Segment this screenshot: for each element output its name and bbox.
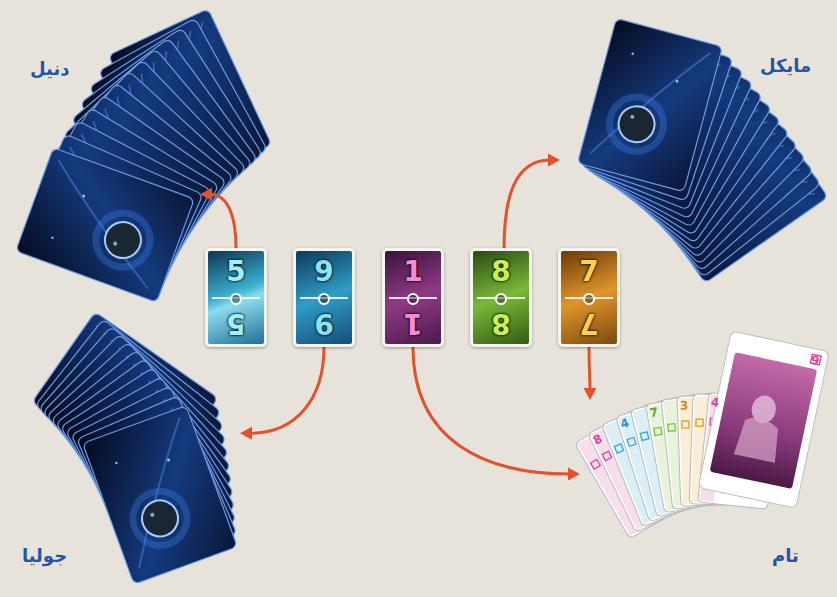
- player-name: دنیل: [30, 58, 69, 80]
- card-number: 7: [561, 306, 617, 340]
- star: [115, 461, 118, 464]
- trick-card: 99: [293, 248, 355, 347]
- card-back: [577, 18, 722, 191]
- card-number: 5: [208, 255, 264, 289]
- arrow-line: [589, 347, 590, 390]
- suit-mark: [627, 437, 636, 446]
- player-name: جولیا: [22, 545, 67, 567]
- player-hand: مایکل: [560, 25, 825, 250]
- star: [630, 114, 635, 119]
- trick-card: 88: [470, 248, 532, 347]
- card-number: 4: [710, 396, 720, 410]
- card-emblem: [495, 293, 507, 305]
- suit-mark: [682, 421, 689, 428]
- card-number: 1: [385, 306, 441, 340]
- star: [82, 194, 86, 198]
- suit-mark: [654, 427, 662, 435]
- player-name: مایکل: [760, 55, 811, 77]
- arrow-head: [568, 468, 580, 481]
- card-emblem: [318, 293, 330, 305]
- card-number: 8: [473, 306, 529, 340]
- star: [51, 236, 54, 239]
- card-emblem: [230, 293, 242, 305]
- planet: [137, 495, 183, 541]
- arrow-head: [584, 388, 597, 400]
- arrow-head: [548, 154, 560, 167]
- card-back: [16, 148, 195, 303]
- card-back-face: [577, 18, 722, 191]
- star: [150, 512, 155, 517]
- card-number: 9: [296, 255, 352, 289]
- planet-glow: [604, 91, 670, 157]
- card-number: 7: [561, 255, 617, 289]
- deal-arrow: [504, 154, 560, 249]
- suit-mark: [696, 419, 703, 426]
- hand-card-art: [710, 352, 818, 489]
- player-hand: تام: [580, 400, 830, 590]
- planet-glow: [125, 484, 194, 553]
- suit-mark: [668, 424, 676, 432]
- card-number: 5: [208, 306, 264, 340]
- arrow-line: [250, 347, 324, 433]
- star: [631, 52, 634, 55]
- card-back-face: [16, 148, 195, 303]
- trick-card: 11: [382, 248, 444, 347]
- planet-glow: [88, 205, 157, 274]
- suit-mark: [640, 432, 648, 440]
- deal-arrow: [413, 347, 580, 481]
- suit-mark: [591, 459, 601, 469]
- hand-card-face: [698, 331, 829, 508]
- player-hand: جولیا: [20, 305, 240, 590]
- trick-card: 77: [558, 248, 620, 347]
- card-number: 1: [385, 255, 441, 289]
- card-back-face: [83, 406, 238, 585]
- suit-mark: [602, 451, 611, 460]
- deal-arrow: [240, 347, 324, 440]
- nebula-arc: [590, 30, 710, 177]
- player-name: تام: [772, 545, 799, 567]
- arrow-line: [504, 160, 550, 248]
- suit-mark: [614, 444, 623, 453]
- star: [167, 458, 171, 462]
- planet: [100, 217, 146, 263]
- arrow-line: [210, 194, 236, 248]
- player-hand: دنیل: [10, 15, 200, 295]
- card-emblem: [583, 293, 595, 305]
- card-number: 8: [473, 255, 529, 289]
- trick-card: 55: [205, 248, 267, 347]
- arrow-head: [240, 427, 252, 440]
- card-number: 3: [680, 399, 689, 412]
- deal-arrow: [584, 347, 597, 400]
- nebula-arc: [28, 160, 179, 288]
- deal-arrow: [200, 188, 236, 248]
- arrow-head: [200, 188, 212, 201]
- card-emblem: [407, 293, 419, 305]
- planet: [615, 102, 659, 146]
- hand-card: [698, 331, 829, 508]
- star: [113, 241, 118, 246]
- card-number: 9: [296, 306, 352, 340]
- arrow-line: [413, 347, 570, 474]
- astronaut-body: [734, 414, 784, 462]
- nebula-arc: [95, 418, 223, 569]
- star: [675, 79, 679, 83]
- card-back: [83, 406, 238, 585]
